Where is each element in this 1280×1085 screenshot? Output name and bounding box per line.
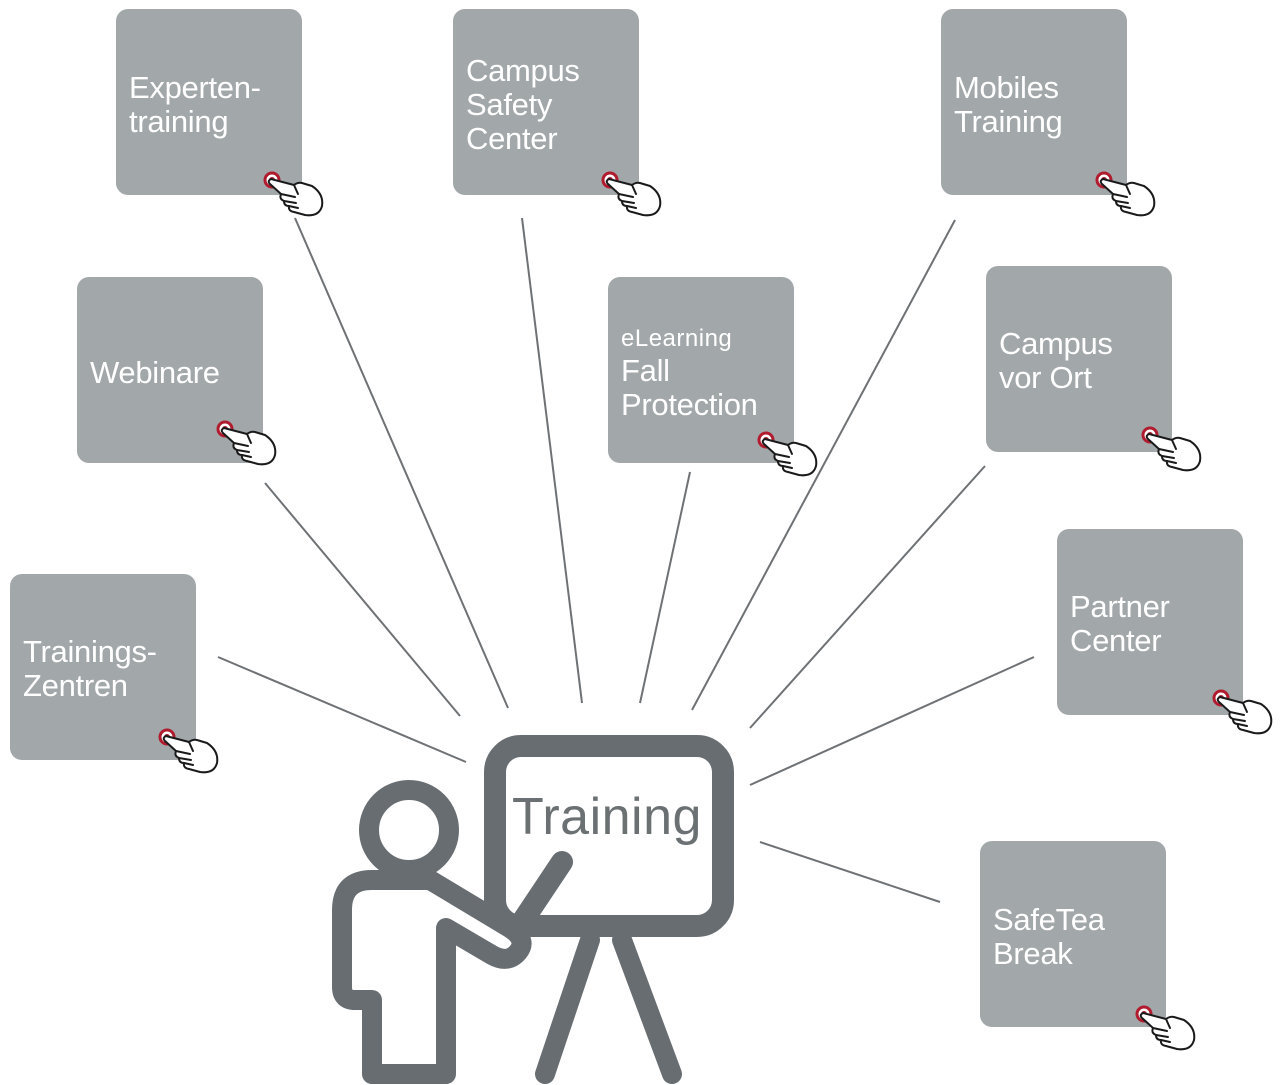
presenter-pointer xyxy=(509,851,573,936)
presenter-body xyxy=(332,870,532,1084)
center-title: Training xyxy=(512,788,702,846)
connector-trainings-zentren xyxy=(217,656,467,763)
connector-campus-vor-ort xyxy=(749,465,986,729)
tile-label-line: Partner xyxy=(1070,589,1170,624)
tile-label-line: SafeTea xyxy=(993,902,1105,937)
presenter-head xyxy=(359,780,459,880)
tile-label-line: Experten- xyxy=(129,70,261,105)
connector-mobiles-training xyxy=(691,219,956,711)
pointing-hand-icon[interactable] xyxy=(1140,423,1206,473)
pointing-hand-icon[interactable] xyxy=(600,168,666,218)
tile-experten-training[interactable]: Experten- training xyxy=(116,9,302,195)
tile-label: Campus Safety Center xyxy=(466,54,631,156)
tile-label-line: training xyxy=(129,104,229,139)
tile-label: Experten- training xyxy=(129,71,294,139)
tile-label-line: Training xyxy=(954,104,1063,139)
tile-label-line: Webinare xyxy=(90,355,220,390)
pointing-hand-icon[interactable] xyxy=(262,168,328,218)
pointing-hand-icon[interactable] xyxy=(1211,686,1277,736)
tile-label-line: Campus xyxy=(999,326,1113,361)
tile-label-small: eLearning xyxy=(621,325,733,352)
tile-mobiles-training[interactable]: Mobiles Training xyxy=(941,9,1127,195)
tile-label: eLearning Fall Protection xyxy=(621,324,786,422)
connector-safetea-break xyxy=(759,841,941,903)
tile-webinare[interactable]: Webinare xyxy=(77,277,263,463)
tile-label-line: Center xyxy=(466,121,558,156)
pointing-hand-icon[interactable] xyxy=(1094,168,1160,218)
tile-label-line: Break xyxy=(993,936,1073,971)
tile-elearning-fall-protection[interactable]: eLearning Fall Protection xyxy=(608,277,794,463)
tile-campus-safety-center[interactable]: Campus Safety Center xyxy=(453,9,639,195)
tile-label-line: Trainings- xyxy=(23,634,157,669)
tile-label-line: Center xyxy=(1070,623,1162,658)
connector-campus-safety-center xyxy=(521,217,583,704)
tile-label-line: Campus xyxy=(466,53,580,88)
tile-label: Mobiles Training xyxy=(954,71,1119,139)
tile-label: Webinare xyxy=(90,356,255,390)
tile-label: Trainings- Zentren xyxy=(23,635,188,703)
tile-label-line: Safety xyxy=(466,87,553,122)
tile-label: SafeTea Break xyxy=(993,903,1158,971)
tile-label-line: Fall xyxy=(621,353,670,388)
tile-label: Campus vor Ort xyxy=(999,327,1164,395)
connector-webinare xyxy=(264,482,461,717)
tile-partner-center[interactable]: Partner Center xyxy=(1057,529,1243,715)
whiteboard-frame xyxy=(484,735,734,937)
connector-experten-training xyxy=(294,217,509,709)
tile-label-line: Protection xyxy=(621,387,758,422)
tile-label-line: Zentren xyxy=(23,668,128,703)
tile-label-line: vor Ort xyxy=(999,360,1092,395)
pointing-hand-icon[interactable] xyxy=(756,428,822,478)
connector-elearning xyxy=(639,471,691,704)
tile-safetea-break[interactable]: SafeTea Break xyxy=(980,841,1166,1027)
easel-leg-left xyxy=(535,930,600,1084)
tile-label: Partner Center xyxy=(1070,590,1235,658)
connector-partner-center xyxy=(749,656,1035,786)
pointing-hand-icon[interactable] xyxy=(215,417,281,467)
pointing-hand-icon[interactable] xyxy=(1134,1002,1200,1052)
tile-campus-vor-ort[interactable]: Campus vor Ort xyxy=(986,266,1172,452)
tile-label-line: Mobiles xyxy=(954,70,1059,105)
easel-leg-right xyxy=(612,930,682,1084)
pointing-hand-icon[interactable] xyxy=(157,725,223,775)
